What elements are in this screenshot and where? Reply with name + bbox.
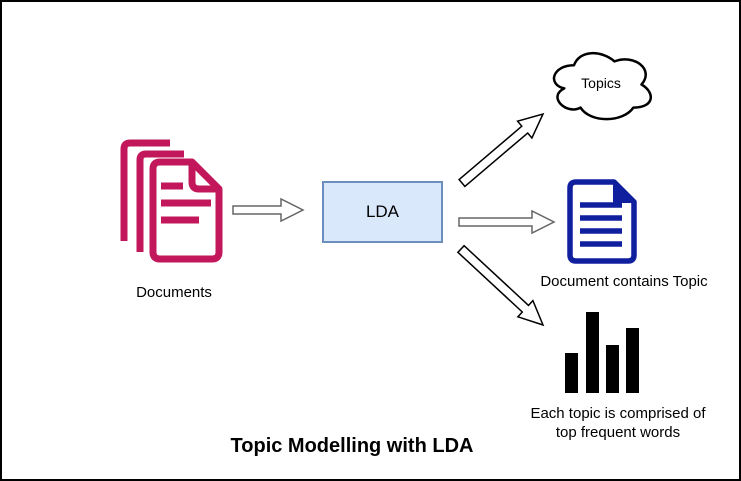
document-topic-node-label: Document contains Topic (540, 273, 708, 290)
arrow-documents-to-lda (232, 197, 305, 223)
bar (565, 353, 578, 393)
documents-front-page (149, 158, 223, 263)
arrow-lda-to-topics (458, 112, 545, 188)
bar (586, 312, 599, 393)
documents-stack-icon (120, 139, 223, 263)
arrow-lda-to-barchart (456, 244, 545, 327)
documents-fold (188, 163, 217, 193)
topic-words-label-line2: top frequent words (555, 424, 681, 441)
documents-back-page (120, 139, 170, 241)
topic-words-node-label: Each topic is comprised of top frequent … (488, 404, 739, 442)
bar (606, 345, 619, 393)
arrow-lda-to-document (458, 209, 556, 235)
diagram-title: Topic Modelling with LDA (230, 435, 474, 457)
document-icon (567, 179, 637, 264)
bar (626, 328, 639, 393)
topic-words-label-line1: Each topic is comprised of (530, 405, 706, 422)
lda-node: LDA (322, 181, 443, 243)
document-fold (613, 181, 635, 203)
bar-chart-icon (565, 312, 639, 393)
lda-node-label: LDA (365, 202, 400, 221)
documents-node-label: Documents (136, 284, 212, 301)
documents-middle-page (136, 150, 184, 252)
document-text-lines (580, 202, 622, 247)
cloud-icon (552, 51, 652, 121)
topics-node-label: Topics (581, 75, 621, 91)
